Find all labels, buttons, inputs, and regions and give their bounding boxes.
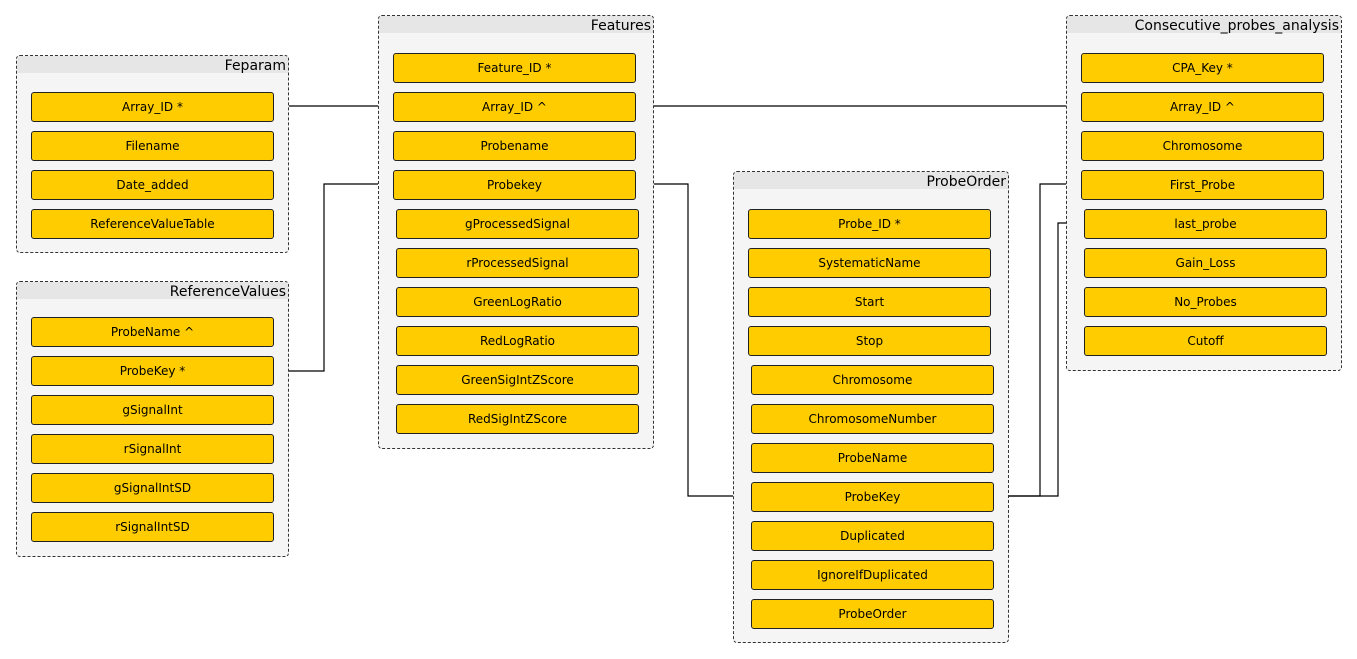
field-gain-loss[interactable]: Gain_Loss	[1084, 248, 1327, 278]
table-title: Features	[379, 16, 653, 34]
field-chromosome[interactable]: Chromosome	[751, 365, 994, 395]
field-first-probe[interactable]: First_Probe	[1081, 170, 1324, 200]
field-rprocessedsignal[interactable]: rProcessedSignal	[396, 248, 639, 278]
field-array-id[interactable]: Array_ID *	[31, 92, 274, 122]
field-last-probe[interactable]: last_probe	[1084, 209, 1327, 239]
field-rsignalint[interactable]: rSignalInt	[31, 434, 274, 464]
field-probekey[interactable]: Probekey	[393, 170, 636, 200]
field-probeorder[interactable]: ProbeOrder	[751, 599, 994, 629]
field-redsigintzscore[interactable]: RedSigIntZScore	[396, 404, 639, 434]
field-stop[interactable]: Stop	[748, 326, 991, 356]
field-greenlogratio[interactable]: GreenLogRatio	[396, 287, 639, 317]
field-start[interactable]: Start	[748, 287, 991, 317]
field-reference-value-table[interactable]: ReferenceValueTable	[31, 209, 274, 239]
field-cutoff[interactable]: Cutoff	[1084, 326, 1327, 356]
field-no-probes[interactable]: No_Probes	[1084, 287, 1327, 317]
field-probekey[interactable]: ProbeKey *	[31, 356, 274, 386]
table-probeorder: ProbeOrder Probe_ID * SystematicName Sta…	[733, 171, 1009, 643]
link-refvalues-features-probekey	[273, 183, 392, 372]
field-gsignalint[interactable]: gSignalInt	[31, 395, 274, 425]
field-cpa-key[interactable]: CPA_Key *	[1081, 53, 1324, 83]
field-gsignalintsd[interactable]: gSignalIntSD	[31, 473, 274, 503]
table-title: ReferenceValues	[17, 282, 288, 300]
field-array-id[interactable]: Array_ID ^	[393, 92, 636, 122]
field-chromosomenumber[interactable]: ChromosomeNumber	[751, 404, 994, 434]
field-rsignalintsd[interactable]: rSignalIntSD	[31, 512, 274, 542]
field-duplicated[interactable]: Duplicated	[751, 521, 994, 551]
table-title: Feparam	[17, 56, 288, 74]
field-redlogratio[interactable]: RedLogRatio	[396, 326, 639, 356]
field-probekey[interactable]: ProbeKey	[751, 482, 994, 512]
field-probe-id[interactable]: Probe_ID *	[748, 209, 991, 239]
field-array-id[interactable]: Array_ID ^	[1081, 92, 1324, 122]
field-probename[interactable]: ProbeName	[751, 443, 994, 473]
table-features: Features Feature_ID * Array_ID ^ Probena…	[378, 15, 654, 449]
table-feparam: Feparam Array_ID * Filename Date_added R…	[16, 55, 289, 253]
field-chromosome[interactable]: Chromosome	[1081, 131, 1324, 161]
field-gprocessedsignal[interactable]: gProcessedSignal	[396, 209, 639, 239]
field-date-added[interactable]: Date_added	[31, 170, 274, 200]
field-greensigintzscore[interactable]: GreenSigIntZScore	[396, 365, 639, 395]
table-title: Consecutive_probes_analysis	[1067, 16, 1341, 34]
table-referencevalues: ReferenceValues ProbeName ^ ProbeKey * g…	[16, 281, 289, 557]
field-systematicname[interactable]: SystematicName	[748, 248, 991, 278]
field-probename[interactable]: ProbeName ^	[31, 317, 274, 347]
table-consecutive-probes-analysis: Consecutive_probes_analysis CPA_Key * Ar…	[1066, 15, 1342, 371]
field-feature-id[interactable]: Feature_ID *	[393, 53, 636, 83]
field-filename[interactable]: Filename	[31, 131, 274, 161]
table-title: ProbeOrder	[734, 172, 1008, 190]
field-ignoreifduplicated[interactable]: IgnoreIfDuplicated	[751, 560, 994, 590]
field-probename[interactable]: Probename	[393, 131, 636, 161]
